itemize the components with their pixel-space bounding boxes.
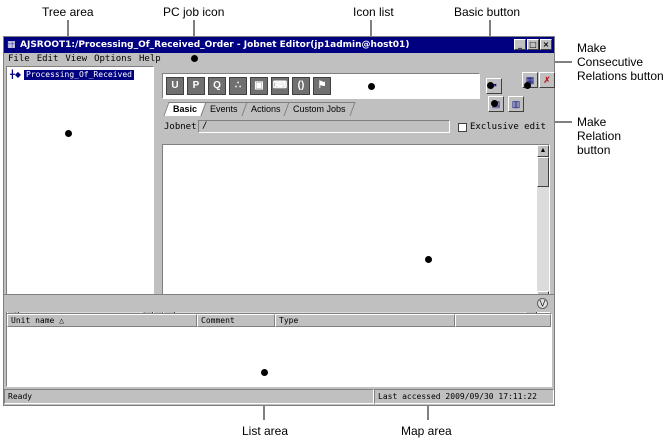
column-empty [455, 314, 551, 327]
icon-list-marker [368, 83, 375, 90]
exclusive-edit-label: Exclusive edit [470, 122, 546, 132]
action-job-icon[interactable]: ⌨ [271, 77, 289, 95]
event-job-icon[interactable]: ▣ [250, 77, 268, 95]
jobnet-label: Jobnet [164, 122, 197, 132]
icon-list[interactable]: U P Q ∴ ▣ ⌨ () ⚑ [162, 73, 480, 99]
window-controls: _ □ × [514, 39, 552, 50]
make-consecutive-relations-marker [524, 82, 531, 89]
callout-list-area: List area [242, 424, 289, 438]
menu-view[interactable]: View [65, 54, 88, 64]
right-pane: U P Q ∴ ▣ ⌨ () ⚑ ➚ ▦ ✗ ▤ ▥ Basic Events … [158, 66, 555, 323]
pc-job-icon[interactable]: P [187, 77, 205, 95]
jobnet-editor-window: ▦ AJSROOT1:/Processing_Of_Received_Order… [3, 36, 555, 406]
scroll-up-icon[interactable]: ▲ [537, 145, 549, 157]
callout-tree-area: Tree area [42, 5, 94, 19]
qlt-job-icon[interactable]: Q [208, 77, 226, 95]
list-area[interactable]: Unit name △ Comment Type [6, 313, 552, 387]
menu-help[interactable]: Help [139, 54, 161, 64]
unix-job-icon[interactable]: U [166, 77, 184, 95]
column-type[interactable]: Type [275, 314, 455, 327]
tree-node-selected[interactable]: ╋◆ Processing_Of_Received [10, 69, 134, 80]
tab-actions[interactable]: Actions [240, 102, 290, 116]
tree-area-marker [65, 130, 72, 137]
status-bar: Ready Last accessed 2009/09/30 17:11:22 [4, 389, 554, 405]
delete-relation-button[interactable]: ✗ [539, 72, 555, 88]
window-title: AJSROOT1:/Processing_Of_Received_Order -… [20, 40, 410, 50]
tree-area[interactable]: ╋◆ Processing_Of_Received ◀ ▶ [6, 66, 154, 323]
minimize-icon[interactable]: _ [514, 39, 526, 50]
or-job-icon[interactable]: () [292, 77, 310, 95]
map-area-marker [425, 256, 432, 263]
callout-pc-job-icon: PC job icon [163, 5, 225, 19]
window-titlebar[interactable]: ▦ AJSROOT1:/Processing_Of_Received_Order… [4, 37, 554, 53]
tree-node-label: Processing_Of_Received [24, 69, 134, 80]
map-vertical-thumb[interactable] [537, 157, 549, 187]
menu-options[interactable]: Options [94, 54, 132, 64]
menu-edit[interactable]: Edit [36, 54, 59, 64]
map-area[interactable]: ▲ ▼ ◀ ▶ [162, 144, 550, 316]
callout-basic-button: Basic button [454, 5, 521, 19]
pane-divider[interactable]: ⋁ [4, 294, 554, 312]
callout-make-relation-button: Make Relation button [577, 115, 622, 157]
jobnet-node-icon: ╋◆ [10, 69, 21, 79]
make-relation-marker [491, 100, 498, 107]
callout-make-consecutive-relations-button: Make Consecutive Relations button [577, 41, 664, 83]
callout-map-area: Map area [401, 424, 452, 438]
icon-category-tabs: Basic Events Actions Custom Jobs [163, 102, 356, 116]
tab-custom-jobs[interactable]: Custom Jobs [283, 102, 356, 116]
pc-job-icon-marker [191, 55, 198, 62]
maximize-icon[interactable]: □ [527, 39, 539, 50]
jobnet-path-field: / [198, 120, 450, 133]
callout-icon-list: Icon list [353, 5, 394, 19]
status-last-accessed: Last accessed 2009/09/30 17:11:22 [374, 389, 554, 404]
basic-button-marker [487, 82, 494, 89]
collapse-chevron-icon[interactable]: ⋁ [537, 298, 548, 309]
exclusive-edit-checkbox[interactable] [458, 123, 467, 132]
list-header: Unit name △ Comment Type [7, 314, 551, 327]
list-area-marker [261, 369, 268, 376]
change-relation-button[interactable]: ▥ [508, 96, 524, 112]
column-comment[interactable]: Comment [197, 314, 275, 327]
judgment-job-icon[interactable]: ∴ [229, 77, 247, 95]
menu-bar: File Edit View Options Help [4, 53, 554, 66]
menu-file[interactable]: File [8, 54, 30, 64]
app-icon: ▦ [7, 40, 16, 50]
flag-job-icon[interactable]: ⚑ [313, 77, 331, 95]
close-icon[interactable]: × [540, 39, 552, 50]
map-vertical-scrollbar[interactable]: ▲ ▼ [537, 145, 549, 303]
column-unit-name[interactable]: Unit name △ [7, 314, 197, 327]
tab-events[interactable]: Events [200, 102, 248, 116]
status-ready: Ready [4, 389, 374, 404]
